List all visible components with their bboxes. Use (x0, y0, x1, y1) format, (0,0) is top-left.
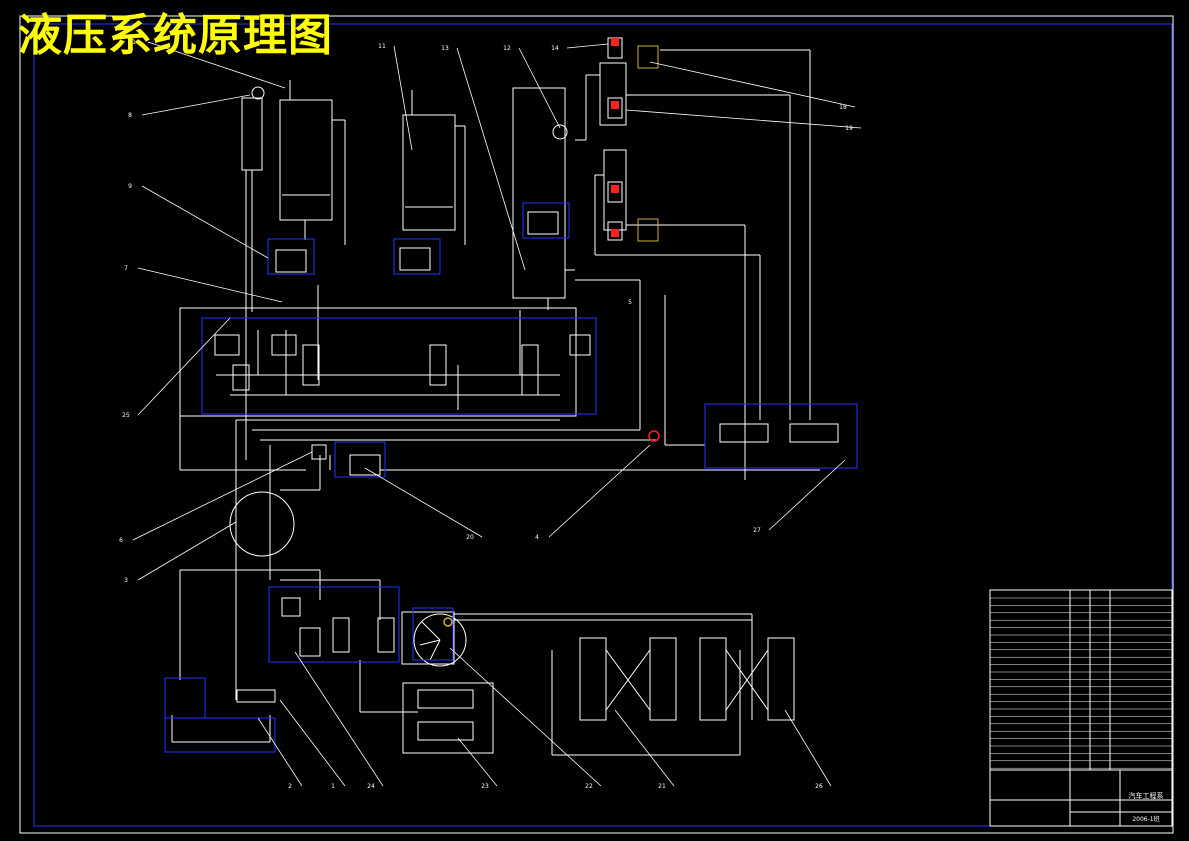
leader-line (141, 185, 269, 259)
leader-line (364, 467, 483, 538)
leader-line (456, 47, 526, 271)
leader-line (566, 43, 609, 49)
leader-line (768, 459, 846, 531)
schematic-lines (171, 49, 1173, 827)
leader-line (141, 94, 251, 116)
leader-line (294, 651, 384, 787)
part-label: 24 (367, 783, 375, 790)
leader-line (137, 317, 231, 416)
part-leaders (132, 41, 862, 787)
part-label: 16 (132, 39, 140, 46)
part-label: 22 (585, 783, 593, 790)
leader-line (449, 647, 602, 787)
leader-line (518, 47, 561, 129)
title-block-department: 汽车工程系 (1129, 791, 1164, 800)
part-label: 27 (753, 527, 761, 534)
title-block-rows (990, 597, 1172, 769)
part-label: 18 (839, 104, 847, 111)
outer-frame (19, 15, 1174, 834)
leader-line (625, 109, 862, 129)
leader-line (147, 41, 286, 89)
part-label: 5 (628, 299, 632, 306)
group-boxes (164, 202, 858, 753)
leader-line (457, 737, 498, 787)
leader-line (614, 709, 675, 787)
part-label: 1 (331, 783, 335, 790)
part-label: 23 (481, 783, 489, 790)
leader-line (393, 45, 413, 151)
part-label: 9 (128, 183, 132, 190)
part-label: 2 (288, 783, 292, 790)
part-label: 3 (124, 577, 128, 584)
leader-line (137, 267, 283, 303)
part-label: 26 (815, 783, 823, 790)
leader-line (257, 717, 303, 787)
leader-line (649, 61, 856, 108)
valve-symbols (214, 86, 839, 703)
part-label: 21 (658, 783, 666, 790)
part-label: 19 (845, 125, 853, 132)
leader-line (279, 699, 346, 787)
part-label: 25 (122, 412, 130, 419)
leader-line (132, 451, 313, 541)
leader-line (784, 709, 832, 787)
part-label: 4 (535, 534, 539, 541)
part-label: 7 (124, 265, 128, 272)
part-label: 6 (119, 537, 123, 544)
indicator-markers (443, 37, 660, 627)
part-label: 13 (441, 45, 449, 52)
part-label: 14 (551, 45, 559, 52)
part-label: 12 (503, 45, 511, 52)
leader-line (137, 521, 237, 581)
page-title: 液压系统原理图 (18, 10, 333, 61)
inner-frame (33, 23, 1173, 827)
part-label: 20 (466, 534, 474, 541)
title-block-class: 2006-1班 (1132, 815, 1159, 823)
part-label: 11 (378, 43, 386, 50)
leader-line (548, 444, 651, 538)
part-label: 8 (128, 112, 132, 119)
